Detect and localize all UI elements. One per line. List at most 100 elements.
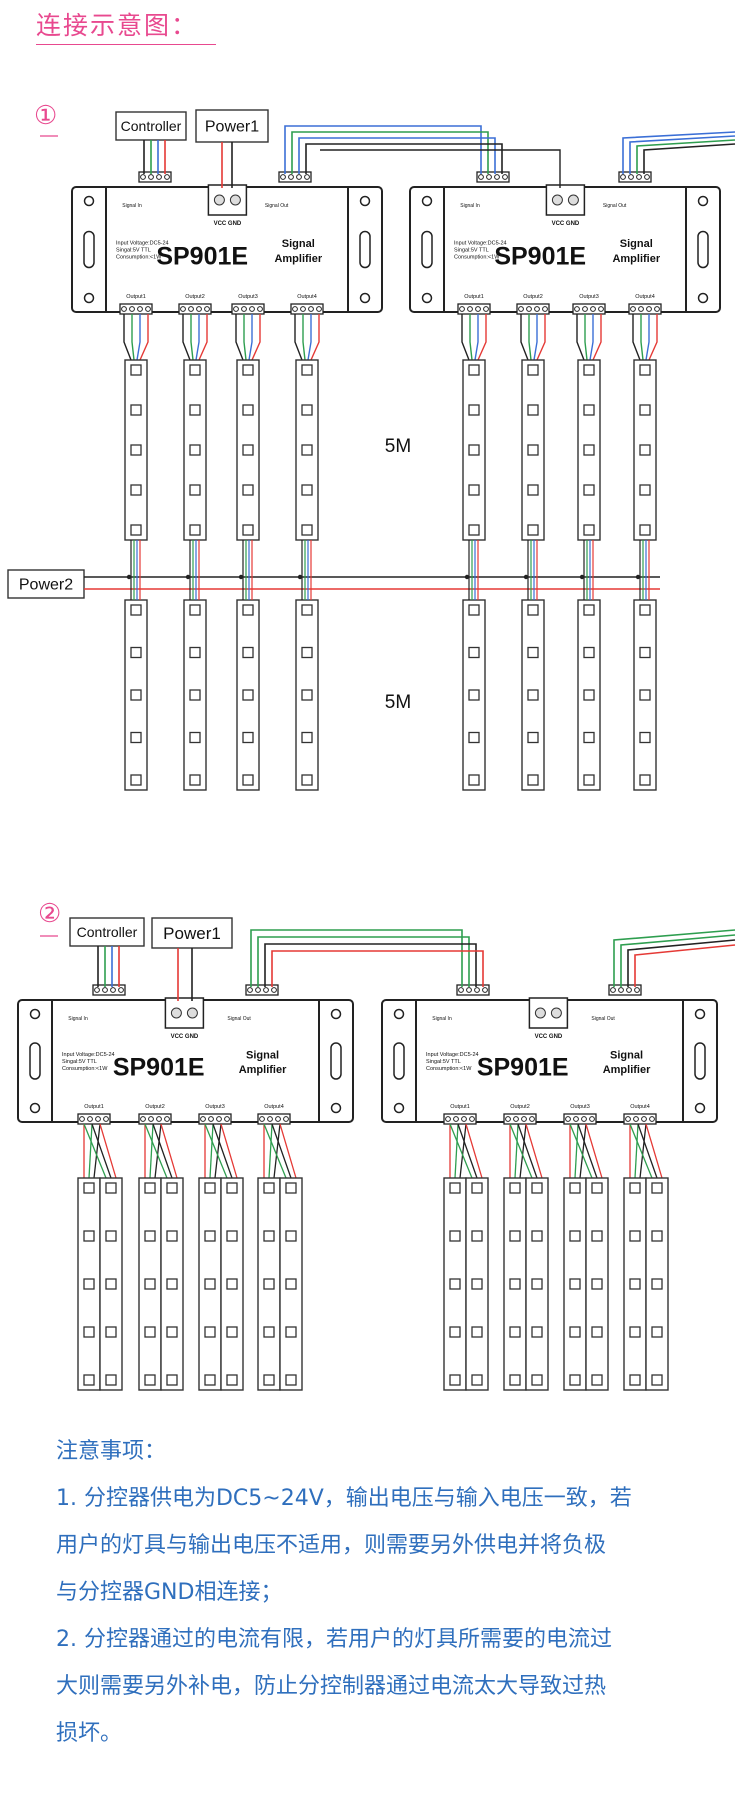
- pin-connector: [476, 171, 510, 183]
- led-chip: [285, 1278, 297, 1290]
- led-chip: [83, 1182, 95, 1194]
- led-chip: [144, 1278, 156, 1290]
- connector-pin: [196, 306, 202, 312]
- connector-pin: [241, 306, 247, 312]
- led-chip: [226, 1230, 238, 1242]
- led-strip: [465, 1177, 489, 1391]
- power2-label: Power2: [19, 577, 73, 594]
- connector-pin: [216, 1116, 222, 1122]
- led-chip: [204, 1278, 216, 1290]
- led-chip: [569, 1278, 581, 1290]
- led-chip: [301, 364, 313, 376]
- connector-pin: [461, 1116, 467, 1122]
- connector-pin: [483, 306, 489, 312]
- vcc-gnd-label: VCC GND: [552, 221, 580, 227]
- output-label: Output2: [145, 1104, 165, 1110]
- spec-line: Input Voltage:DC5-24: [116, 241, 169, 247]
- note-line: 用户的灯具与输出电压不适用，则需要另外供电并将负极: [56, 1533, 607, 1558]
- led-chip: [639, 524, 651, 536]
- led-chip: [144, 1326, 156, 1338]
- output-wire: [449, 1123, 473, 1179]
- connector-pin: [646, 306, 652, 312]
- output-wire: [154, 1123, 162, 1179]
- output-wire: [190, 314, 194, 361]
- led-strip: [77, 1177, 101, 1391]
- pin-connector: [92, 984, 126, 996]
- led-strip: [521, 359, 545, 541]
- led-chip: [130, 524, 142, 536]
- signal-in-label: Signal In: [460, 203, 480, 209]
- led-strip: [623, 1177, 647, 1391]
- connector-pin: [275, 1116, 281, 1122]
- led-chip: [471, 1230, 483, 1242]
- connector-pin: [95, 1116, 101, 1122]
- spec-line: Consumption:<1W: [454, 255, 500, 261]
- output-wire: [182, 314, 191, 361]
- led-chip: [583, 689, 595, 701]
- connector-pin: [247, 987, 253, 993]
- led-chip: [527, 524, 539, 536]
- led-chip: [639, 774, 651, 786]
- note-line: 损坏。: [56, 1721, 123, 1746]
- connector-pin: [542, 306, 548, 312]
- led-chip: [449, 1182, 461, 1194]
- led-chip: [301, 524, 313, 536]
- connector-block: [516, 303, 550, 315]
- connector-pin: [140, 174, 146, 180]
- output-wire: [273, 1123, 281, 1179]
- led-chip: [591, 1230, 603, 1242]
- led-chip: [144, 1230, 156, 1242]
- connector-pin: [308, 306, 314, 312]
- model-label: SP901E: [477, 1054, 569, 1082]
- connector-pin: [630, 306, 636, 312]
- led-chip: [130, 689, 142, 701]
- connector-pin: [188, 306, 194, 312]
- signal-out-wire: [629, 135, 736, 174]
- led-chip: [527, 444, 539, 456]
- led-chip: [531, 1278, 543, 1290]
- mounting-hole: [393, 1008, 405, 1020]
- led-chip: [166, 1278, 178, 1290]
- title-underline: [36, 44, 216, 45]
- led-chip: [509, 1326, 521, 1338]
- led-chip: [263, 1230, 275, 1242]
- mounting-hole: [359, 292, 371, 304]
- led-chip: [144, 1374, 156, 1386]
- led-chip: [468, 604, 480, 616]
- connector-block: [503, 1113, 537, 1125]
- led-chip: [105, 1230, 117, 1242]
- connector-pin: [513, 1116, 519, 1122]
- connector-pin: [129, 306, 135, 312]
- note-line: 2. 分控器通过的电流有限，若用户的灯具所需要的电流过: [56, 1627, 612, 1652]
- led-strip: [521, 599, 545, 791]
- led-chip: [301, 404, 313, 416]
- connector-pin: [204, 306, 210, 312]
- signal-chain-wire: [298, 137, 496, 174]
- spec-line: Singal:5V TTL: [116, 248, 151, 254]
- led-strip: [160, 1177, 184, 1391]
- led-chip: [651, 1374, 663, 1386]
- controller-box: [69, 917, 145, 947]
- connector-pin: [296, 174, 302, 180]
- pin-connector: [278, 171, 312, 183]
- led-chip: [629, 1326, 641, 1338]
- led-chip: [531, 1182, 543, 1194]
- connector-pin: [224, 1116, 230, 1122]
- amplifier-body: [105, 186, 349, 313]
- mounting-slot: [421, 230, 433, 269]
- output-wire: [528, 314, 532, 361]
- connector-pin: [502, 174, 508, 180]
- led-chip: [583, 774, 595, 786]
- connector-pin: [529, 1116, 535, 1122]
- led-chip: [468, 484, 480, 496]
- spec-line: Singal:5V TTL: [426, 1059, 461, 1065]
- led-chip: [527, 646, 539, 659]
- connector-pin: [636, 174, 642, 180]
- output-wire: [268, 1123, 273, 1179]
- mounting-hole: [694, 1102, 706, 1114]
- signal-chain-wire: [257, 936, 470, 987]
- led-chip: [583, 484, 595, 496]
- note-line: 1. 分控器供电为DC5~24V，输出电压与输入电压一致，若: [56, 1486, 632, 1511]
